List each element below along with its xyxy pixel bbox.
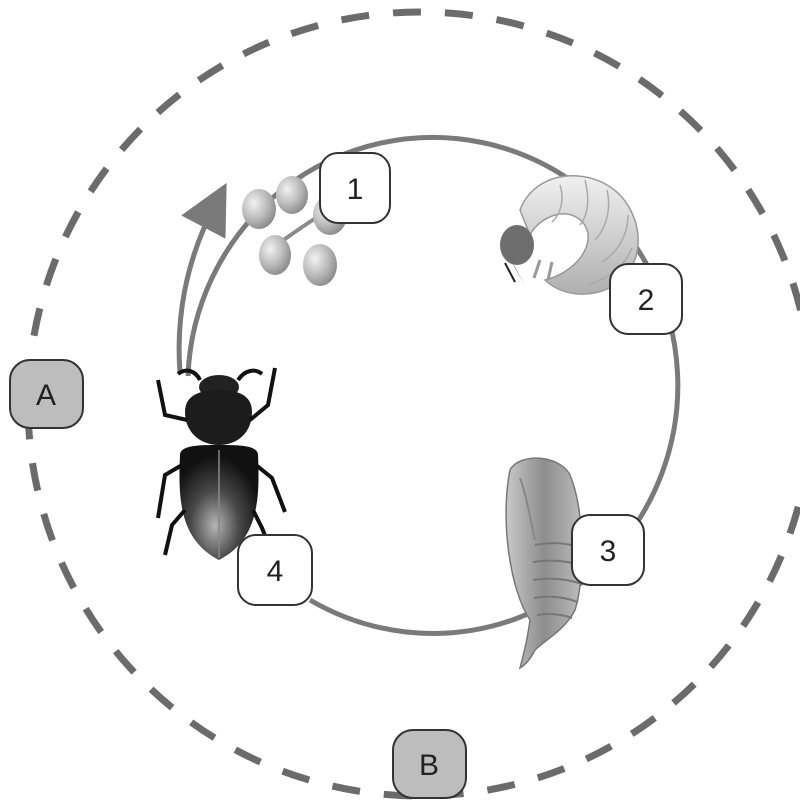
svg-text:1: 1 <box>347 173 364 206</box>
svg-text:2: 2 <box>638 284 655 317</box>
svg-text:3: 3 <box>600 535 617 568</box>
svg-text:4: 4 <box>267 555 284 588</box>
outer-dashed-cycle <box>28 12 800 796</box>
stage-4-label: 4 <box>238 535 312 605</box>
outer-label-b: B <box>393 730 466 798</box>
svg-text:B: B <box>419 749 439 782</box>
stage-2-label: 2 <box>610 264 682 334</box>
beetle-illustration <box>158 368 285 560</box>
svg-text:A: A <box>36 379 56 412</box>
outer-label-a: A <box>10 360 83 428</box>
stage-1-label: 1 <box>320 153 390 223</box>
stage-3-label: 3 <box>572 515 644 585</box>
